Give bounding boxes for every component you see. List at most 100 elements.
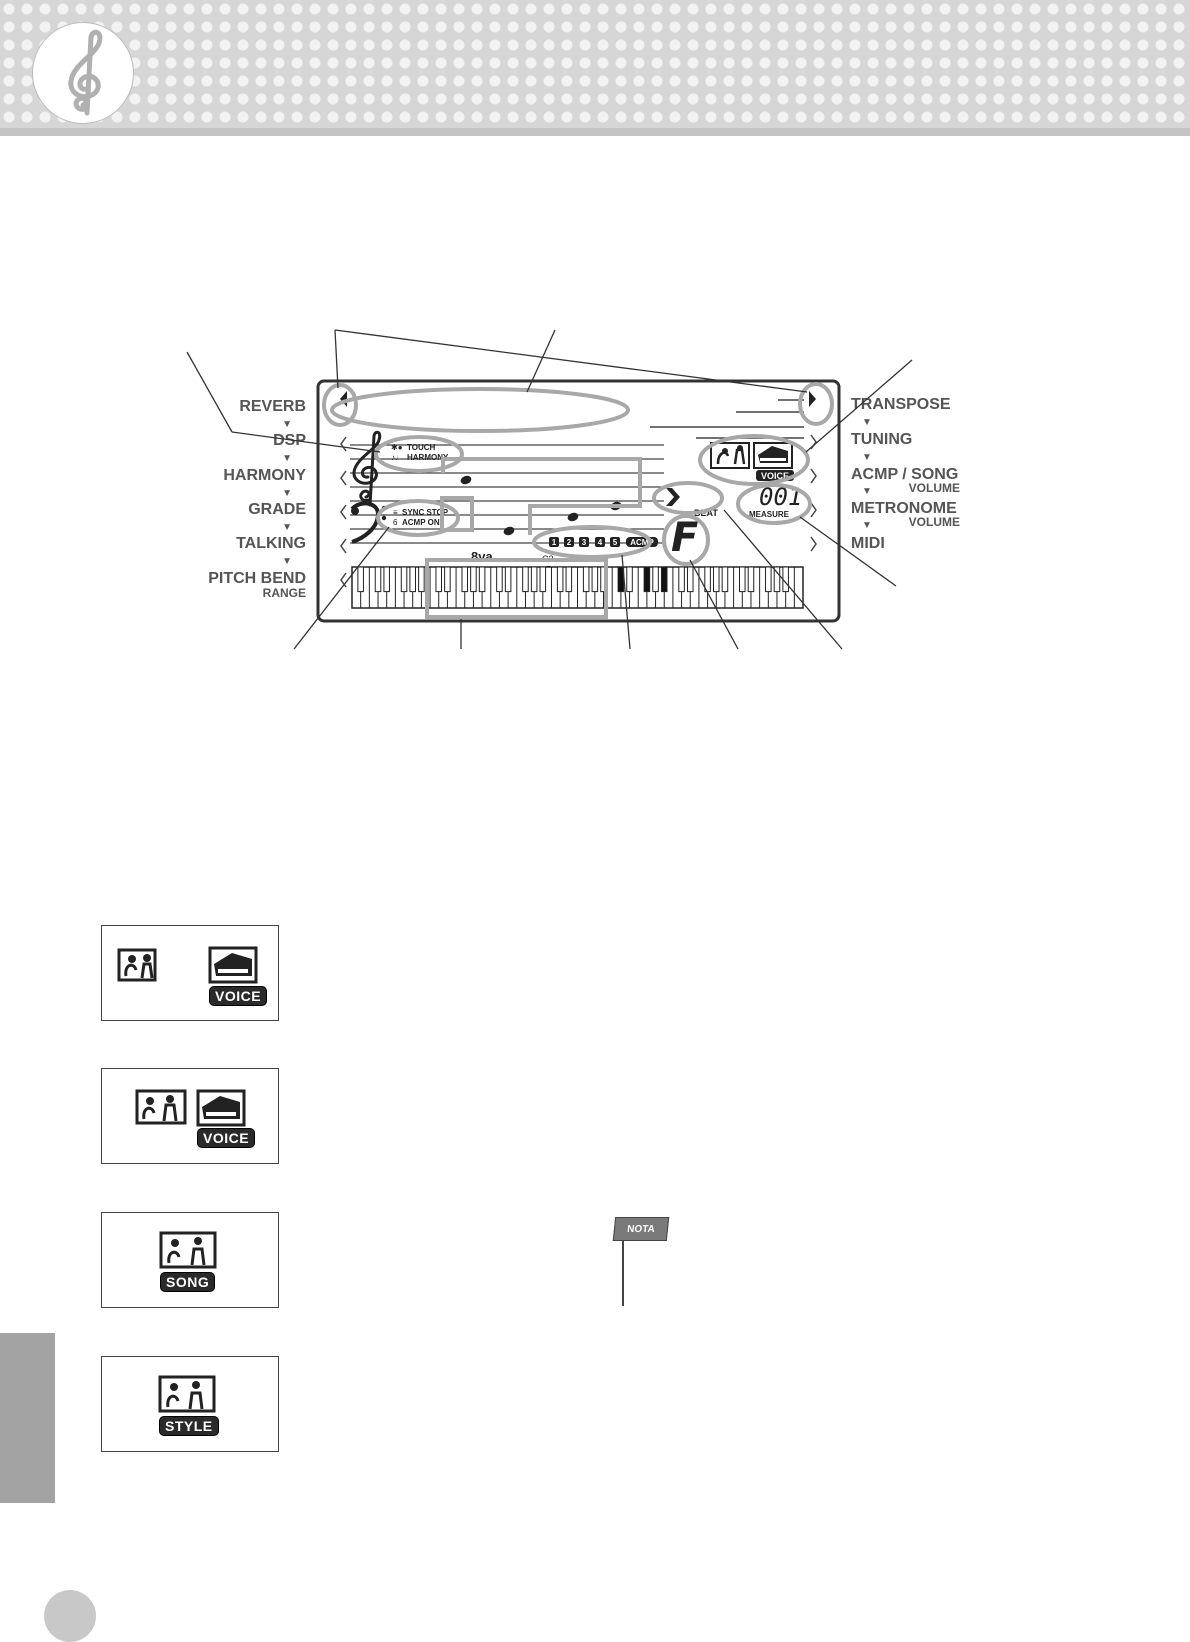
black-key — [582, 566, 590, 593]
harmony-indicator: HARMONY — [407, 453, 449, 462]
track-1: 1 — [552, 538, 557, 547]
lcd-style-song-icon — [710, 442, 750, 469]
left-label-list: REVERB ▼ DSP ▼ HARMONY ▼ GRADE ▼ TALKING… — [208, 398, 306, 600]
track-indicators: 1 2 3 4 5 ACMP — [549, 537, 658, 547]
page-number-circle — [44, 1590, 96, 1642]
black-key — [773, 566, 781, 593]
voice-badge: VOICE — [197, 1128, 256, 1148]
black-key — [400, 566, 408, 593]
black-key — [626, 566, 633, 593]
black-key — [478, 566, 486, 593]
right-label-midi: MIDI — [851, 535, 885, 552]
voice-badge: VOICE — [209, 986, 268, 1006]
black-key — [556, 566, 564, 593]
svg-text:▼: ▼ — [282, 419, 292, 430]
keyboard-display — [351, 566, 804, 609]
left-label-talking: TALKING — [236, 535, 306, 552]
svg-text:▼: ▼ — [862, 520, 872, 531]
acmp-on-indicator: ACMP ON — [402, 518, 440, 527]
header-band — [0, 0, 1190, 136]
svg-text:▼: ▼ — [862, 486, 872, 497]
track-4: 4 — [598, 538, 603, 547]
right-arrow-marker-icon — [809, 391, 816, 407]
black-key — [374, 566, 382, 593]
black-key — [678, 566, 685, 593]
track-5: 5 — [613, 538, 618, 547]
beat-label: BEAT — [694, 508, 718, 518]
black-key — [765, 566, 772, 593]
left-label-pitch-bend: PITCH BEND — [208, 570, 306, 587]
black-key — [435, 566, 443, 593]
svg-text:▼: ▼ — [282, 522, 292, 533]
black-key — [721, 566, 729, 593]
svg-text:≡: ≡ — [393, 508, 398, 517]
icon-panel-song: SONG — [101, 1212, 279, 1308]
lcd-diagram: REVERB ▼ DSP ▼ HARMONY ▼ GRADE ▼ TALKING… — [186, 329, 960, 650]
icon-panel-style: STYLE — [101, 1356, 279, 1452]
left-label-reverb: REVERB — [239, 398, 306, 415]
icon-panel-song-voice: VOICE — [101, 1068, 279, 1164]
measure-label: MEASURE — [749, 510, 790, 519]
lcd-voice-icon: VOICE — [753, 442, 794, 481]
right-label-acmp-song: ACMP / SONG — [851, 466, 958, 483]
black-key — [470, 566, 477, 593]
song-icon — [159, 1231, 217, 1269]
nota-tag: NOTA — [612, 1217, 670, 1241]
svg-text:▼: ▼ — [862, 452, 872, 463]
song-icon — [135, 1089, 187, 1125]
voice-icon — [208, 946, 258, 984]
black-key — [565, 566, 573, 593]
style-badge: STYLE — [159, 1416, 219, 1436]
right-label-metronome: METRONOME — [851, 500, 957, 517]
svg-text:6: 6 — [393, 518, 398, 527]
svg-text:▼: ▼ — [862, 417, 872, 428]
black-key — [357, 566, 364, 593]
svg-text:▼: ▼ — [282, 556, 292, 567]
black-key — [782, 566, 789, 593]
black-key — [660, 566, 668, 593]
black-keys — [357, 566, 789, 593]
beat-arrow-icon — [666, 488, 680, 506]
svg-text:▼: ▼ — [282, 488, 292, 499]
black-key — [522, 566, 529, 593]
song-badge: SONG — [160, 1272, 216, 1292]
left-label-harmony: HARMONY — [223, 467, 306, 484]
lcd-voice-badge: VOICE — [761, 471, 789, 481]
black-key — [686, 566, 694, 593]
touch-indicator: TOUCH — [407, 443, 436, 452]
svg-text:♪♩: ♪♩ — [391, 453, 403, 462]
side-tab — [0, 1333, 55, 1503]
treble-clef-icon — [352, 430, 382, 507]
black-key — [643, 566, 651, 593]
callout-highlights — [322, 382, 834, 619]
svg-text:✱●: ✱● — [391, 443, 403, 452]
black-key — [444, 566, 451, 593]
treble-clef-logo-icon — [32, 22, 134, 124]
black-key — [712, 566, 720, 593]
style-icon — [158, 1375, 216, 1413]
staff-notes — [460, 475, 622, 536]
right-label-metronome-volume: VOLUME — [909, 515, 960, 529]
icon-panel-style-voice: VOICE — [101, 925, 279, 1021]
right-label-transpose: TRANSPOSE — [851, 396, 951, 413]
chord-display: F — [671, 515, 698, 561]
left-label-dsp: DSP — [273, 432, 306, 449]
black-key — [539, 566, 547, 593]
svg-text:▼: ▼ — [282, 453, 292, 464]
nota-rule — [622, 1240, 624, 1306]
acmp-indicator: ACMP — [630, 538, 654, 547]
right-label-list: TRANSPOSE ▼ TUNING ▼ ACMP / SONG VOLUME … — [851, 396, 960, 552]
black-key — [418, 566, 425, 593]
style-icon — [117, 948, 157, 982]
left-label-grade: GRADE — [248, 501, 306, 518]
track-3: 3 — [582, 538, 587, 547]
right-label-acmp-song-volume: VOLUME — [909, 481, 960, 495]
black-key — [461, 566, 469, 593]
black-key — [591, 566, 599, 593]
black-key — [739, 566, 746, 593]
track-2: 2 — [567, 538, 572, 547]
black-key — [383, 566, 390, 593]
leader-lines — [186, 329, 913, 650]
black-key — [496, 566, 503, 593]
left-label-pitch-bend-range: RANGE — [263, 586, 306, 600]
